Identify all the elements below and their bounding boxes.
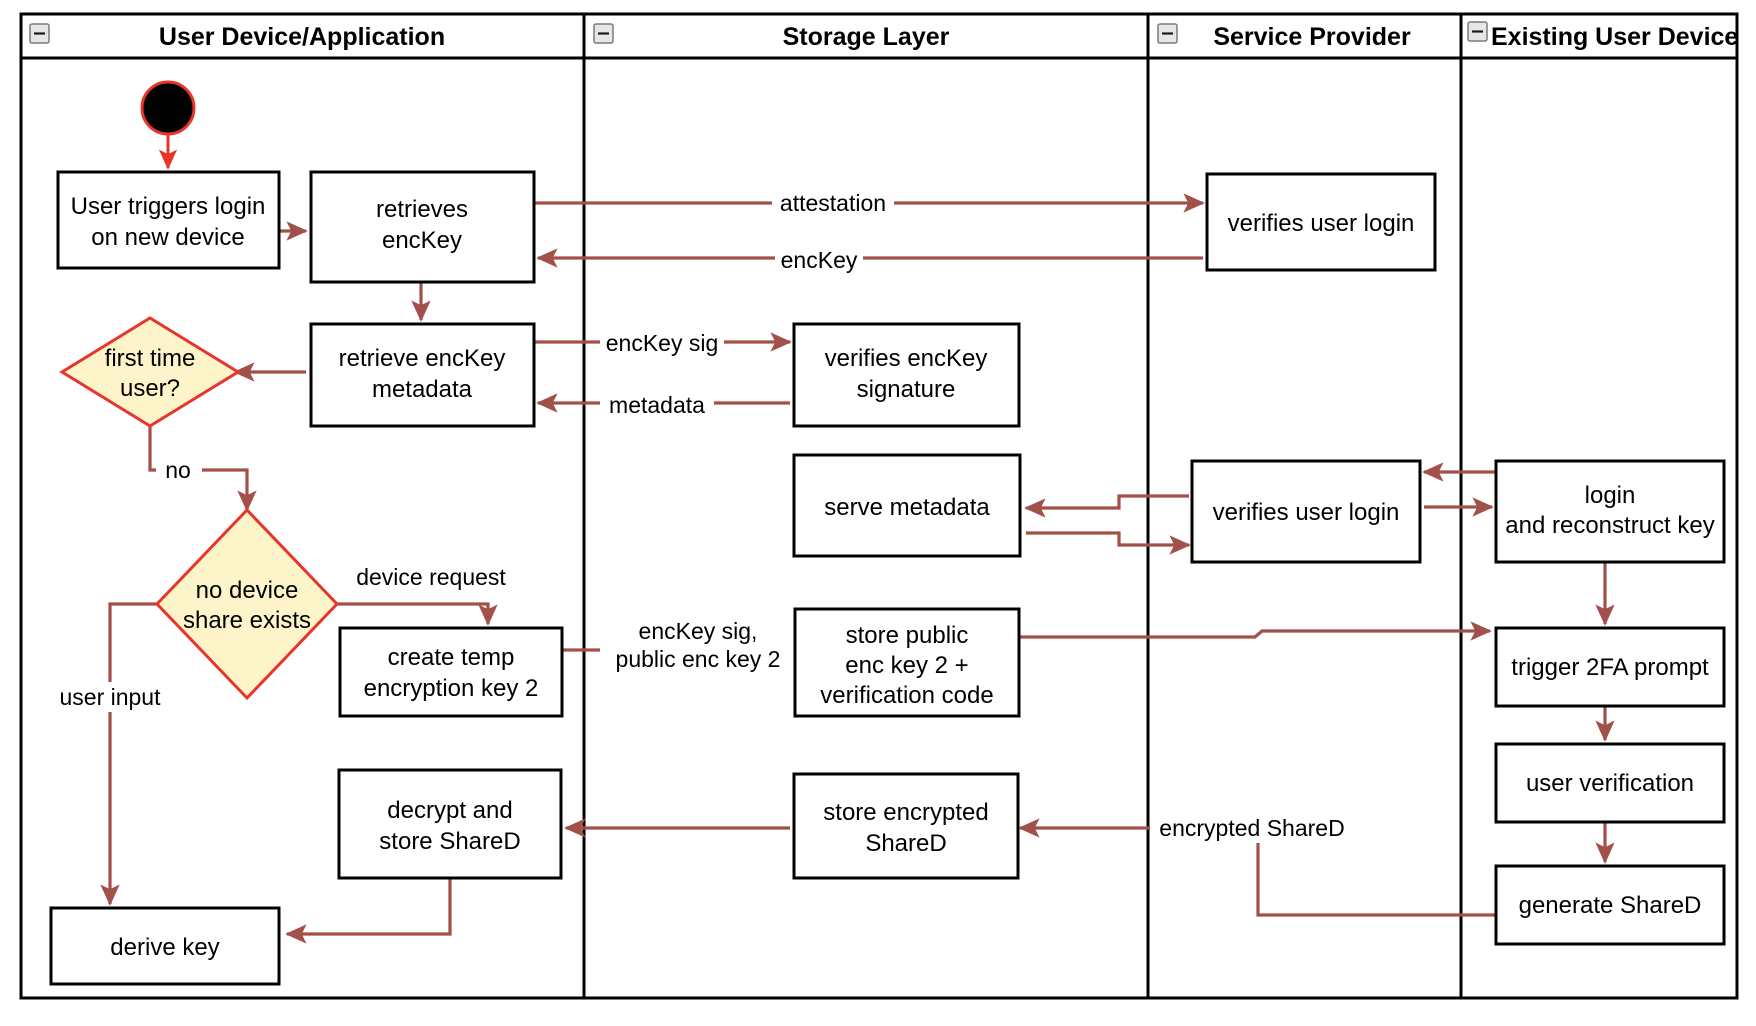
node-label-line: decrypt and: [387, 797, 512, 824]
node-label-line: ShareD: [865, 830, 946, 857]
node-label-line: create temp: [388, 644, 515, 671]
node-label-line: share exists: [183, 607, 311, 634]
node-decision-no-device-share-exists[interactable]: no device share exists: [154, 507, 340, 701]
node-label-line: enc key 2 +: [845, 652, 968, 679]
node-label-line: login: [1585, 482, 1636, 509]
node-verifies-user-login-lower[interactable]: verifies user login: [1190, 459, 1422, 564]
node-label-line: signature: [857, 376, 956, 403]
node-label-line: verifies user login: [1228, 210, 1415, 237]
lane-header-service-provider[interactable]: Service Provider: [1157, 23, 1411, 51]
node-verifies-enckey-signature[interactable]: verifies encKey signature: [792, 322, 1021, 428]
edge-label-bg-metadata: [600, 391, 714, 419]
edge-label-encrypted-shared: encrypted ShareD: [1159, 815, 1344, 841]
edge-label-bg-device-request: [356, 562, 546, 592]
lane-header-user-device[interactable]: User Device/Application: [29, 23, 445, 51]
collapse-minus-icon[interactable]: [29, 23, 50, 44]
edge-label-metadata: metadata: [609, 392, 705, 418]
node-user-triggers-login[interactable]: User triggers login on new device: [56, 170, 281, 270]
node-generate-shared[interactable]: generate ShareD: [1494, 864, 1726, 946]
lane-title-storage-layer: Storage Layer: [783, 23, 950, 51]
edge-label-bg-user-input: [48, 682, 176, 712]
node-derive-key[interactable]: derive key: [49, 906, 281, 986]
node-label-line: User triggers login: [71, 193, 266, 220]
node-login-and-reconstruct-key[interactable]: login and reconstruct key: [1494, 459, 1726, 564]
node-label-line: trigger 2FA prompt: [1511, 654, 1709, 681]
node-label-line: metadata: [372, 376, 473, 403]
node-decision-first-time-user[interactable]: first time user?: [59, 316, 241, 428]
node-label-line: user verification: [1526, 770, 1694, 797]
node-label-line: verification code: [820, 682, 993, 709]
collapse-minus-icon[interactable]: [1157, 23, 1178, 44]
node-start[interactable]: [140, 80, 196, 136]
node-label-line: store ShareD: [379, 828, 520, 855]
edge-serve-metadata-to-verifies-login: [1026, 531, 1191, 555]
node-user-verification[interactable]: user verification: [1494, 742, 1726, 824]
collapse-minus-icon[interactable]: [1467, 21, 1488, 42]
edge-label-enckey-sig-pub2-line1: encKey sig,: [639, 618, 758, 644]
edge-label-device-request: device request: [356, 564, 506, 590]
start-node-circle: [140, 80, 196, 136]
node-label-line: verifies user login: [1213, 499, 1400, 526]
edge-label-bg-no: [156, 456, 202, 484]
edge-label-bg-encrypted-shared: [1150, 813, 1358, 843]
edge-layer: attestation encKey encKey sig metadata n…: [48, 122, 1615, 944]
node-label-line: retrieves: [376, 196, 468, 223]
node-label-line: verifies encKey: [825, 345, 988, 372]
lane-header-existing-user-device[interactable]: Existing User Device: [1467, 21, 1738, 51]
node-label-line: encKey: [382, 227, 462, 254]
node-label-line: and reconstruct key: [1505, 512, 1714, 539]
lane-header-storage-layer[interactable]: Storage Layer: [593, 23, 950, 51]
edge-encrypted-shared: [1018, 818, 1495, 917]
edge-decrypt-store-to-derive-key: [285, 878, 452, 944]
collapse-minus-icon[interactable]: [593, 23, 614, 44]
node-store-public-enc-key-2[interactable]: store public enc key 2 + verification co…: [793, 607, 1021, 718]
node-serve-metadata[interactable]: serve metadata: [792, 453, 1022, 558]
node-create-temp-encryption-key-2[interactable]: create temp encryption key 2: [338, 626, 564, 718]
edge-label-enckey-sig: encKey sig: [606, 330, 719, 356]
node-retrieve-enckey-metadata[interactable]: retrieve encKey metadata: [309, 322, 536, 428]
edge-device-request: [334, 602, 498, 626]
edge-label-user-input: user input: [59, 684, 161, 710]
node-label-line: store encrypted: [823, 799, 988, 826]
edge-label-no: no: [165, 457, 191, 483]
node-label-line: user?: [120, 375, 180, 402]
edge-label-bg-attestation: [772, 189, 894, 217]
edge-label-attestation: attestation: [780, 190, 886, 216]
edge-label-enckey: encKey: [781, 247, 858, 273]
node-label-line: store public: [846, 622, 969, 649]
lane-title-existing-user-device: Existing User Device: [1491, 23, 1738, 51]
node-label-line: serve metadata: [824, 494, 990, 521]
node-label-line: retrieve encKey: [339, 345, 506, 372]
edge-label-bg-enckey-sig-pub2: [600, 618, 800, 678]
edge-label-enckey-sig-pub2-line2: public enc key 2: [616, 646, 781, 672]
node-label-line: encryption key 2: [364, 675, 539, 702]
edge-label-bg-enckey-sig: [600, 330, 724, 358]
node-label-line: on new device: [91, 224, 244, 251]
edge-user-input: [100, 602, 160, 906]
node-label-line: derive key: [110, 934, 219, 961]
edge-store-public-to-trigger-2fa: [1012, 621, 1492, 641]
edge-label-bg-enckey: [775, 246, 863, 274]
node-retrieves-enckey[interactable]: retrieves encKey: [309, 170, 536, 284]
node-trigger-2fa-prompt[interactable]: trigger 2FA prompt: [1494, 626, 1726, 708]
node-verifies-user-login-upper[interactable]: verifies user login: [1205, 172, 1437, 272]
lane-title-service-provider: Service Provider: [1213, 23, 1411, 51]
node-label-line: generate ShareD: [1519, 892, 1702, 919]
node-store-encrypted-shared[interactable]: store encrypted ShareD: [792, 772, 1020, 880]
node-decrypt-and-store-shared[interactable]: decrypt and store ShareD: [337, 768, 563, 880]
edge-verifies-login-to-serve-metadata: [1024, 494, 1189, 518]
node-label-line: first time: [105, 345, 196, 372]
node-label-line: no device: [196, 577, 299, 604]
lane-title-user-device: User Device/Application: [159, 23, 445, 51]
lane-outer-border: [19, 12, 1739, 1000]
